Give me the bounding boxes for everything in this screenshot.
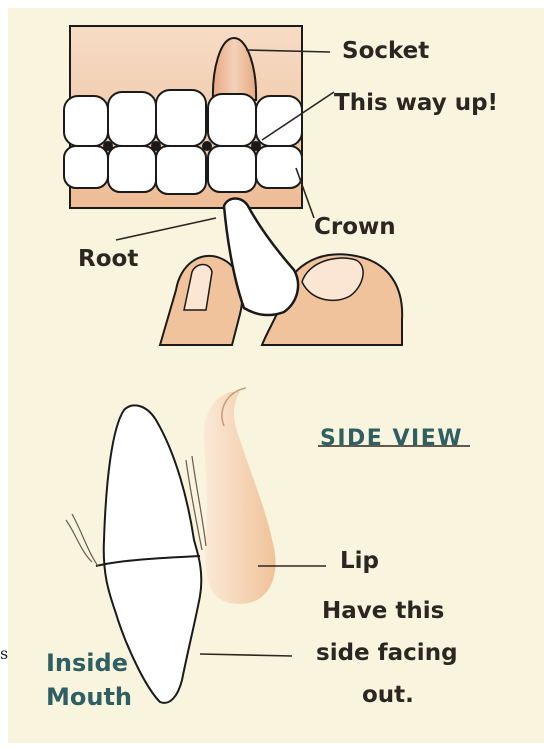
label-this-way-up: This way up! [334,90,498,116]
label-have-line-1: Have this [322,598,444,624]
label-socket: Socket [342,38,429,64]
gum-tissue-left [66,514,98,566]
label-have-line-2: side facing [316,640,458,666]
label-lip: Lip [340,548,379,574]
label-crown: Crown [314,214,396,240]
lip-shape [204,392,276,604]
lower-teeth-row [64,146,302,194]
label-side-view: SIDE VIEW [320,426,463,451]
label-root: Root [78,246,138,272]
label-inside-line-1: Inside [46,646,128,680]
label-have-line-3: out. [362,682,414,708]
edge-glyph: s [0,644,8,663]
label-inside-line-2: Mouth [46,680,132,714]
